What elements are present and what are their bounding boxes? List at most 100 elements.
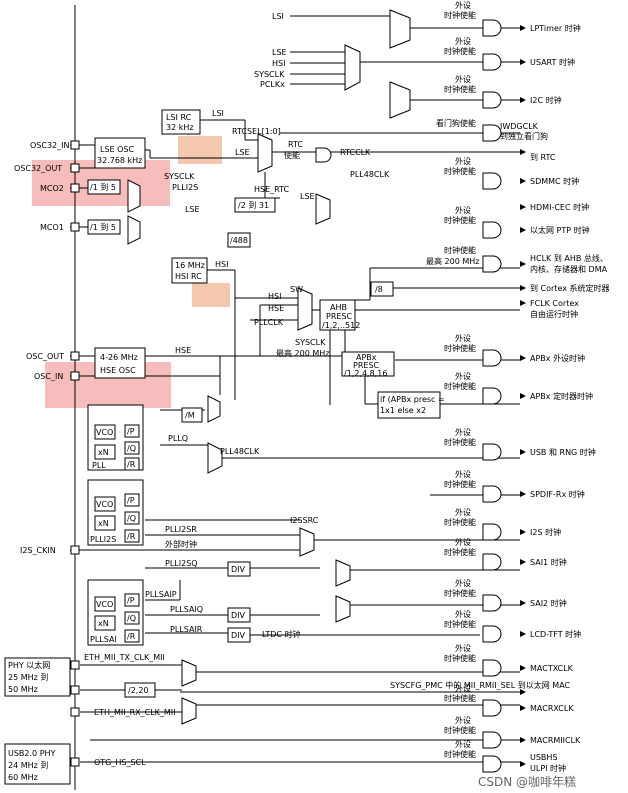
pin-osc32-in: OSC32_IN bbox=[30, 141, 70, 150]
ahb-label: AHB bbox=[330, 303, 347, 312]
sig-pll48clk: PLL48CLK bbox=[220, 447, 260, 456]
sig-ahb-en: 时钟使能 bbox=[444, 245, 476, 255]
svg-text:时钟使能: 时钟使能 bbox=[444, 653, 476, 663]
pllsai-r: /R bbox=[127, 632, 136, 641]
apb-presc: PRESC bbox=[353, 361, 380, 370]
mux-mactx bbox=[181, 659, 197, 687]
mux-i2ssrc bbox=[299, 527, 315, 557]
svg-text:时钟使能: 时钟使能 bbox=[444, 343, 476, 353]
svg-text:外设: 外设 bbox=[455, 74, 471, 84]
svg-text:外设: 外设 bbox=[455, 427, 471, 437]
out-apbx-periph: APBx 外设时钟 bbox=[530, 353, 585, 363]
svg-text:时钟使能: 时钟使能 bbox=[444, 84, 476, 94]
svg-text:外设: 外设 bbox=[455, 371, 471, 381]
gate-usb bbox=[482, 443, 502, 461]
gate-i2s bbox=[482, 523, 502, 541]
mux-pll48 bbox=[207, 442, 223, 474]
sig-eth-rx: ETH_MII_RX_CLK_MII bbox=[94, 708, 176, 717]
svg-text:外设: 外设 bbox=[455, 0, 471, 10]
sig-syscfg: SYSCFG_PMC 中的 MII_RMII_SEL 到以太网 MAC bbox=[390, 680, 571, 690]
sig-hsi-top: HSI bbox=[272, 59, 285, 68]
out-iwdg-desc: 到独立看门狗 bbox=[500, 131, 548, 141]
sig-sysclk-b: SYSCLK bbox=[295, 338, 326, 347]
svg-text:时钟使能: 时钟使能 bbox=[444, 749, 476, 759]
sig-plli2s: PLLI2S bbox=[172, 183, 198, 192]
svg-text:时钟使能: 时钟使能 bbox=[444, 10, 476, 20]
usb-phy-3: 60 MHz bbox=[8, 773, 38, 782]
lsi-rc-freq: 32 kHz bbox=[166, 123, 194, 132]
out-fclk-1: FCLK Cortex bbox=[530, 299, 579, 308]
sig-lsi-top: LSI bbox=[272, 12, 284, 21]
pllsai-q: /Q bbox=[127, 614, 136, 623]
svg-text:外设: 外设 bbox=[455, 578, 471, 588]
div-2-31: /2 到 31 bbox=[238, 201, 269, 210]
ahb-range: /1,2,..512 bbox=[322, 321, 360, 330]
mux-sai1 bbox=[335, 559, 351, 587]
mux-sdmmc bbox=[315, 193, 331, 225]
svg-text:时钟使能: 时钟使能 bbox=[444, 547, 476, 557]
out-rtcclk: RTCCLK bbox=[340, 148, 371, 157]
svg-text:时钟使能: 时钟使能 bbox=[444, 588, 476, 598]
div-i2sq: DIV bbox=[231, 565, 246, 574]
mux-sai2 bbox=[335, 595, 351, 623]
plli2s-q: /Q bbox=[127, 514, 136, 523]
sig-pllq: PLLQ bbox=[168, 434, 188, 443]
highlight-lse-path bbox=[178, 136, 222, 164]
sig-sysclk-top: SYSCLK bbox=[254, 70, 285, 79]
gate-mactx bbox=[482, 659, 502, 677]
sig-lse-c: LSE bbox=[300, 192, 315, 201]
lse-osc-freq: 32.768 kHz bbox=[97, 156, 142, 165]
plli2s-vco: VCO bbox=[96, 500, 113, 509]
arrowheads bbox=[520, 25, 526, 767]
svg-text:时钟使能: 时钟使能 bbox=[444, 693, 476, 703]
sig-plli2sr: PLLI2SR bbox=[165, 525, 197, 534]
out-i2s: I2S 时钟 bbox=[530, 527, 561, 537]
svg-text:时钟使能: 时钟使能 bbox=[444, 46, 476, 56]
watermark: CSDN @咖啡年糕 bbox=[478, 774, 576, 789]
apb-if-2: 1x1 else x2 bbox=[380, 406, 426, 415]
multiplexers bbox=[127, 9, 411, 725]
pin-squares bbox=[70, 140, 80, 767]
gate-sai1 bbox=[482, 553, 502, 571]
sig-pllsaip: PLLSAIP bbox=[145, 590, 177, 599]
svg-text:外设: 外设 bbox=[455, 205, 471, 215]
out-lcd: LCD-TFT 时钟 bbox=[530, 629, 581, 639]
mux-mco2 bbox=[127, 179, 141, 213]
out-apbx-timer: APBx 定时器时钟 bbox=[530, 391, 593, 401]
sig-sw: SW bbox=[290, 285, 303, 294]
svg-text:时钟使能: 时钟使能 bbox=[444, 215, 476, 225]
svg-text:外设: 外设 bbox=[455, 643, 471, 653]
pin-osc-out: OSC_OUT bbox=[26, 352, 64, 361]
pin-mco1: MCO1 bbox=[40, 223, 64, 232]
svg-text:外设: 外设 bbox=[455, 715, 471, 725]
svg-text:外设: 外设 bbox=[455, 537, 471, 547]
mux-i2c bbox=[389, 81, 411, 119]
out-macrx: MACRXCLK bbox=[530, 704, 574, 713]
div-sair: DIV bbox=[231, 631, 246, 640]
out-spdif: SPDIF-Rx 时钟 bbox=[530, 489, 585, 499]
usb-phy-2: 24 MHz 到 bbox=[8, 761, 48, 770]
out-mactx: MACTXCLK bbox=[530, 664, 574, 673]
sig-wdg-en: 看门狗使能 bbox=[436, 118, 476, 128]
sig-hsi-sw: HSI bbox=[268, 292, 281, 301]
sig-sysclk: SYSCLK bbox=[164, 172, 195, 181]
sig-i2ssrc: I2SSRC bbox=[290, 516, 319, 525]
hse-osc-freq: 4-26 MHz bbox=[100, 353, 138, 362]
out-macrmii: MACRMIICLK bbox=[530, 736, 581, 745]
sig-pll48clk-top: PLL48CLK bbox=[350, 170, 390, 179]
apb-if-1: if (APBx presc = bbox=[380, 395, 445, 404]
sig-hsi: HSI bbox=[215, 260, 228, 269]
gate-hclk bbox=[482, 255, 502, 273]
out-sdmmc: SDMMC 时钟 bbox=[530, 176, 579, 186]
pll-name: PLL bbox=[92, 461, 106, 470]
sig-hse-rtc: HSE_RTC bbox=[254, 185, 290, 194]
gate-lcd bbox=[482, 625, 502, 643]
gate-apbx bbox=[482, 349, 502, 367]
div-488: /488 bbox=[230, 236, 248, 245]
pin-osc32-out: OSC32_OUT bbox=[14, 164, 62, 173]
pin-mco2: MCO2 bbox=[40, 184, 64, 193]
div-2-20: /2,20 bbox=[128, 686, 149, 695]
out-usbhs-1: USBHS bbox=[530, 753, 558, 762]
